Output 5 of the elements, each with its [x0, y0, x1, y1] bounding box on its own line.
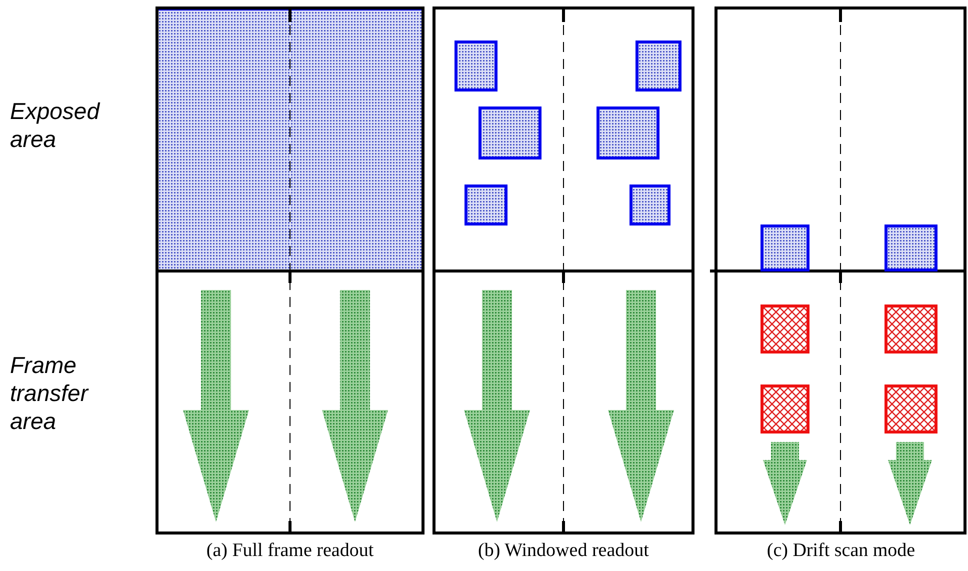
panel-caption: (a) Full frame readout	[205, 540, 375, 562]
panel-caption: (c) Drift scan mode	[766, 540, 916, 562]
panel-caption: (b) Windowed readout	[477, 540, 650, 562]
region-label: Exposed area	[10, 97, 101, 153]
region-label: Frame transfer area	[10, 351, 90, 435]
